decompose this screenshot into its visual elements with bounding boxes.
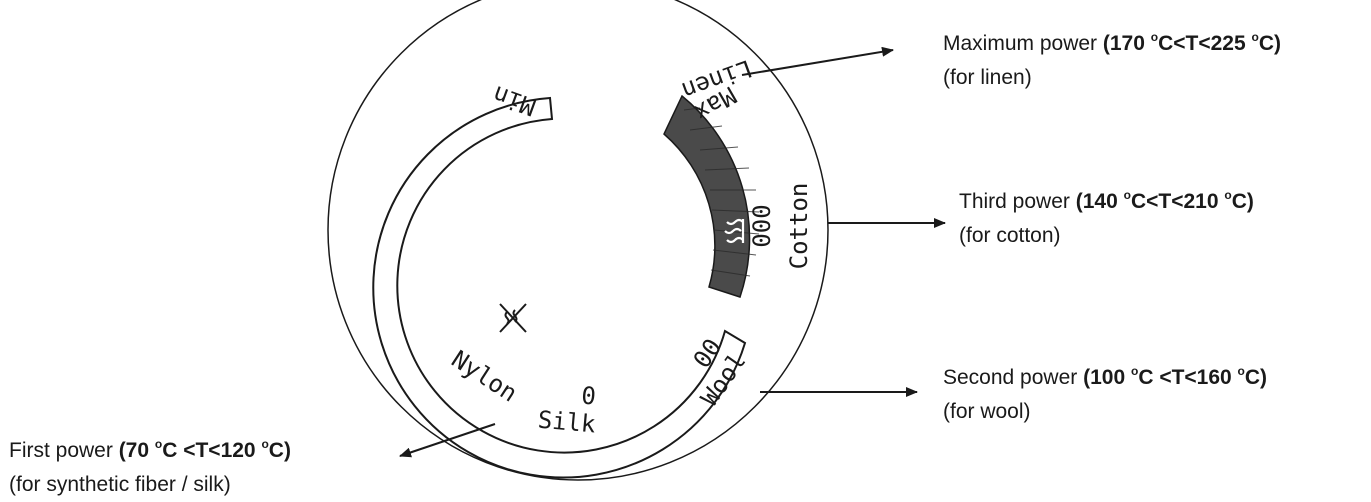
callout-third-range: (140 oC<T<210 oC)	[1075, 188, 1254, 213]
steam-icon	[724, 218, 745, 244]
arrow-first-power	[399, 423, 496, 458]
callout-third-name: Third power	[959, 190, 1076, 213]
cotton-dots-label: 000	[748, 204, 776, 247]
callout-second-range: (100 oC <T<160 oC)	[1083, 364, 1268, 389]
callout-first-range: (70 oC <T<120 oC)	[118, 437, 291, 462]
dial-track	[372, 96, 747, 479]
silk-dot-label: 0	[580, 381, 597, 410]
callout-maximum-note: (for linen)	[943, 66, 1032, 89]
silk-label: Silk	[537, 406, 598, 439]
callout-third-power: Third power (140 oC<T<210 oC) (for cotto…	[959, 185, 1254, 253]
arrow-maximum-power	[741, 46, 894, 76]
cotton-label: Cotton	[785, 183, 813, 270]
callout-maximum-power: Maximum power (170 oC<T<225 oC) (for lin…	[943, 27, 1281, 95]
callout-first-name: First power	[9, 439, 119, 462]
callout-first-power: First power (70 oC <T<120 oC) (for synth…	[9, 434, 291, 502]
callout-maximum-name: Maximum power	[943, 32, 1103, 55]
callout-second-note: (for wool)	[943, 400, 1031, 423]
no-steam-icon	[499, 303, 527, 333]
callout-first-note: (for synthetic fiber / silk)	[9, 473, 231, 496]
callout-maximum-range: (170 oC<T<225 oC)	[1102, 30, 1282, 55]
shading-texture	[683, 107, 760, 277]
callout-second-name: Second power	[943, 366, 1084, 389]
callout-second-power: Second power (100 oC <T<160 oC) (for woo…	[943, 361, 1267, 429]
callout-third-note: (for cotton)	[959, 224, 1061, 247]
